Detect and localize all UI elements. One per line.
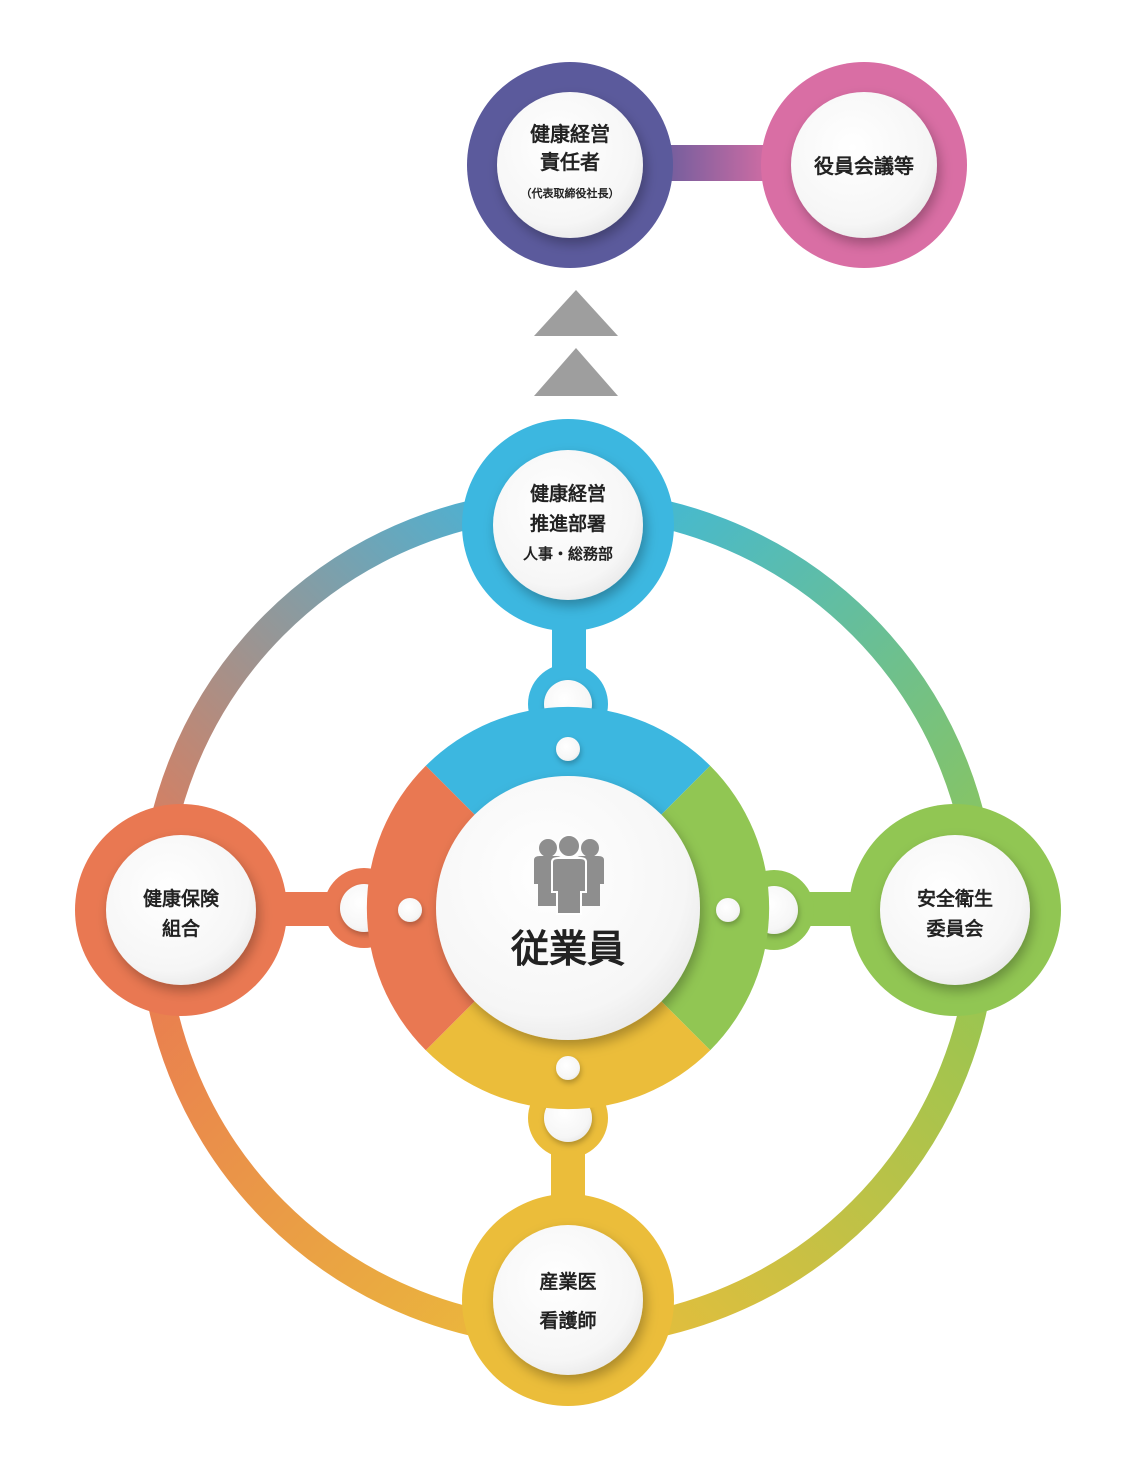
top-section: 健康経営 責任者 （代表取締役社長） 役員会議等 bbox=[467, 62, 967, 396]
dot-left bbox=[398, 898, 422, 922]
promotion-sub: 人事・総務部 bbox=[523, 545, 613, 563]
promotion-line1: 健康経営 bbox=[530, 482, 606, 505]
board-node[interactable]: 役員会議等 bbox=[761, 62, 967, 268]
employees-label: 従業員 bbox=[510, 927, 625, 971]
medical-line1: 産業医 bbox=[539, 1270, 596, 1293]
health-insurance-node[interactable]: 健康保険 組合 bbox=[75, 804, 287, 1016]
promotion-dept-node[interactable]: 健康経営 推進部署 人事・総務部 bbox=[462, 419, 674, 631]
leader-line1: 健康経営 bbox=[530, 122, 610, 146]
double-up-arrow-icon bbox=[534, 290, 618, 396]
safety-line1: 安全衛生 bbox=[917, 887, 993, 910]
occupational-physician-node[interactable]: 産業医 看護師 bbox=[462, 1194, 674, 1406]
leader-sub: （代表取締役社長） bbox=[521, 186, 620, 200]
dot-bottom bbox=[556, 1056, 580, 1080]
leader-line2: 責任者 bbox=[540, 150, 600, 174]
board-label: 役員会議等 bbox=[814, 154, 914, 178]
dot-right bbox=[716, 898, 740, 922]
employees-node[interactable]: 従業員 bbox=[436, 776, 700, 1040]
insurance-line1: 健康保険 bbox=[143, 887, 220, 910]
employees-icon bbox=[534, 834, 604, 915]
promotion-line2: 推進部署 bbox=[530, 512, 606, 535]
leader-node[interactable]: 健康経営 責任者 （代表取締役社長） bbox=[467, 62, 673, 268]
medical-line2: 看護師 bbox=[538, 1309, 596, 1332]
insurance-line2: 組合 bbox=[162, 917, 201, 940]
safety-line2: 委員会 bbox=[925, 917, 983, 940]
dot-top bbox=[556, 737, 580, 761]
safety-committee-node[interactable]: 安全衛生 委員会 bbox=[849, 804, 1061, 1016]
